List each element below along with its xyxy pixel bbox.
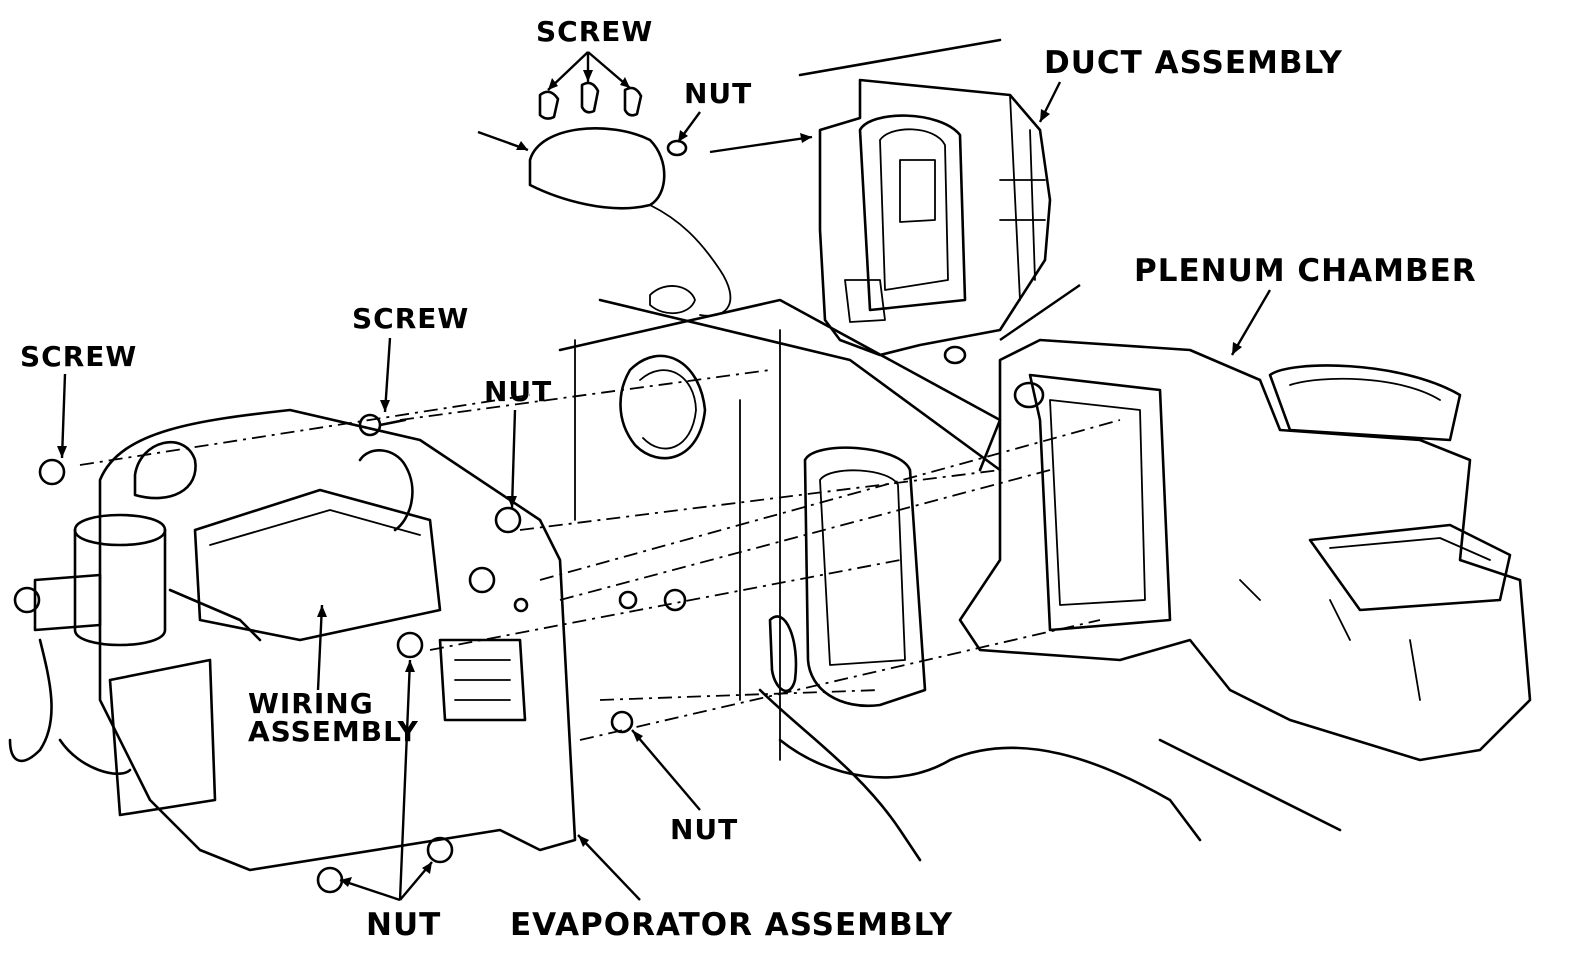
label-duct-assembly: DUCT ASSEMBLY xyxy=(1044,45,1343,81)
arrowheads xyxy=(57,70,1242,887)
screw-top-right xyxy=(623,86,643,117)
top-screws-group xyxy=(538,81,688,157)
screw-mid-part xyxy=(358,413,407,437)
leader-plenum-chamber xyxy=(1230,289,1272,356)
gasket-cover xyxy=(528,127,732,317)
screw-top-left xyxy=(538,90,560,120)
fasteners xyxy=(38,413,634,894)
label-nut-top: NUT xyxy=(684,77,753,110)
label-plenum-chamber: PLENUM CHAMBER xyxy=(1134,253,1477,289)
screw-left-part xyxy=(38,458,66,486)
label-evaporator-assembly: EVAPORATOR ASSEMBLY xyxy=(510,907,954,943)
seal-frame xyxy=(618,446,927,708)
leader-lines xyxy=(60,51,1272,902)
label-nut-bottom: NUT xyxy=(366,907,442,943)
body-panel xyxy=(558,298,1342,862)
label-wiring-line1: WIRING xyxy=(248,687,374,720)
label-screw-left: SCREW xyxy=(20,340,138,373)
leader-wiring-assembly xyxy=(316,604,324,691)
nut-mid-part xyxy=(494,506,522,534)
label-nut-mid: NUT xyxy=(484,375,553,408)
leader-nut-mid xyxy=(510,409,517,509)
plenum-chamber-drawing xyxy=(958,338,1532,762)
nut-top xyxy=(666,139,688,157)
label-screw-top: SCREW xyxy=(536,15,654,48)
label-nut-lower: NUT xyxy=(670,813,739,846)
label-wiring-line2: ASSEMBLY xyxy=(248,715,419,748)
leader-nut-lower xyxy=(631,729,701,811)
receiver-drier xyxy=(8,513,262,817)
evaporator-assembly-drawing xyxy=(98,408,577,872)
leader-nut-bottom-b xyxy=(339,878,401,902)
duct-assembly-drawing xyxy=(798,38,1052,365)
alignment-lines xyxy=(79,369,1121,741)
screw-top-center xyxy=(580,81,600,114)
label-screw-mid: SCREW xyxy=(352,302,470,335)
leader-evaporator-assembly xyxy=(577,834,641,901)
nut-bottom-right-part xyxy=(426,836,454,864)
nut-lower-part xyxy=(610,710,634,734)
leader-screw-mid xyxy=(383,337,392,413)
nut-lower-left-part xyxy=(396,631,424,659)
leader-screw-left xyxy=(60,373,67,459)
leader-nut-bottom-a xyxy=(398,659,412,901)
nut-bottom-left-part xyxy=(316,866,344,894)
